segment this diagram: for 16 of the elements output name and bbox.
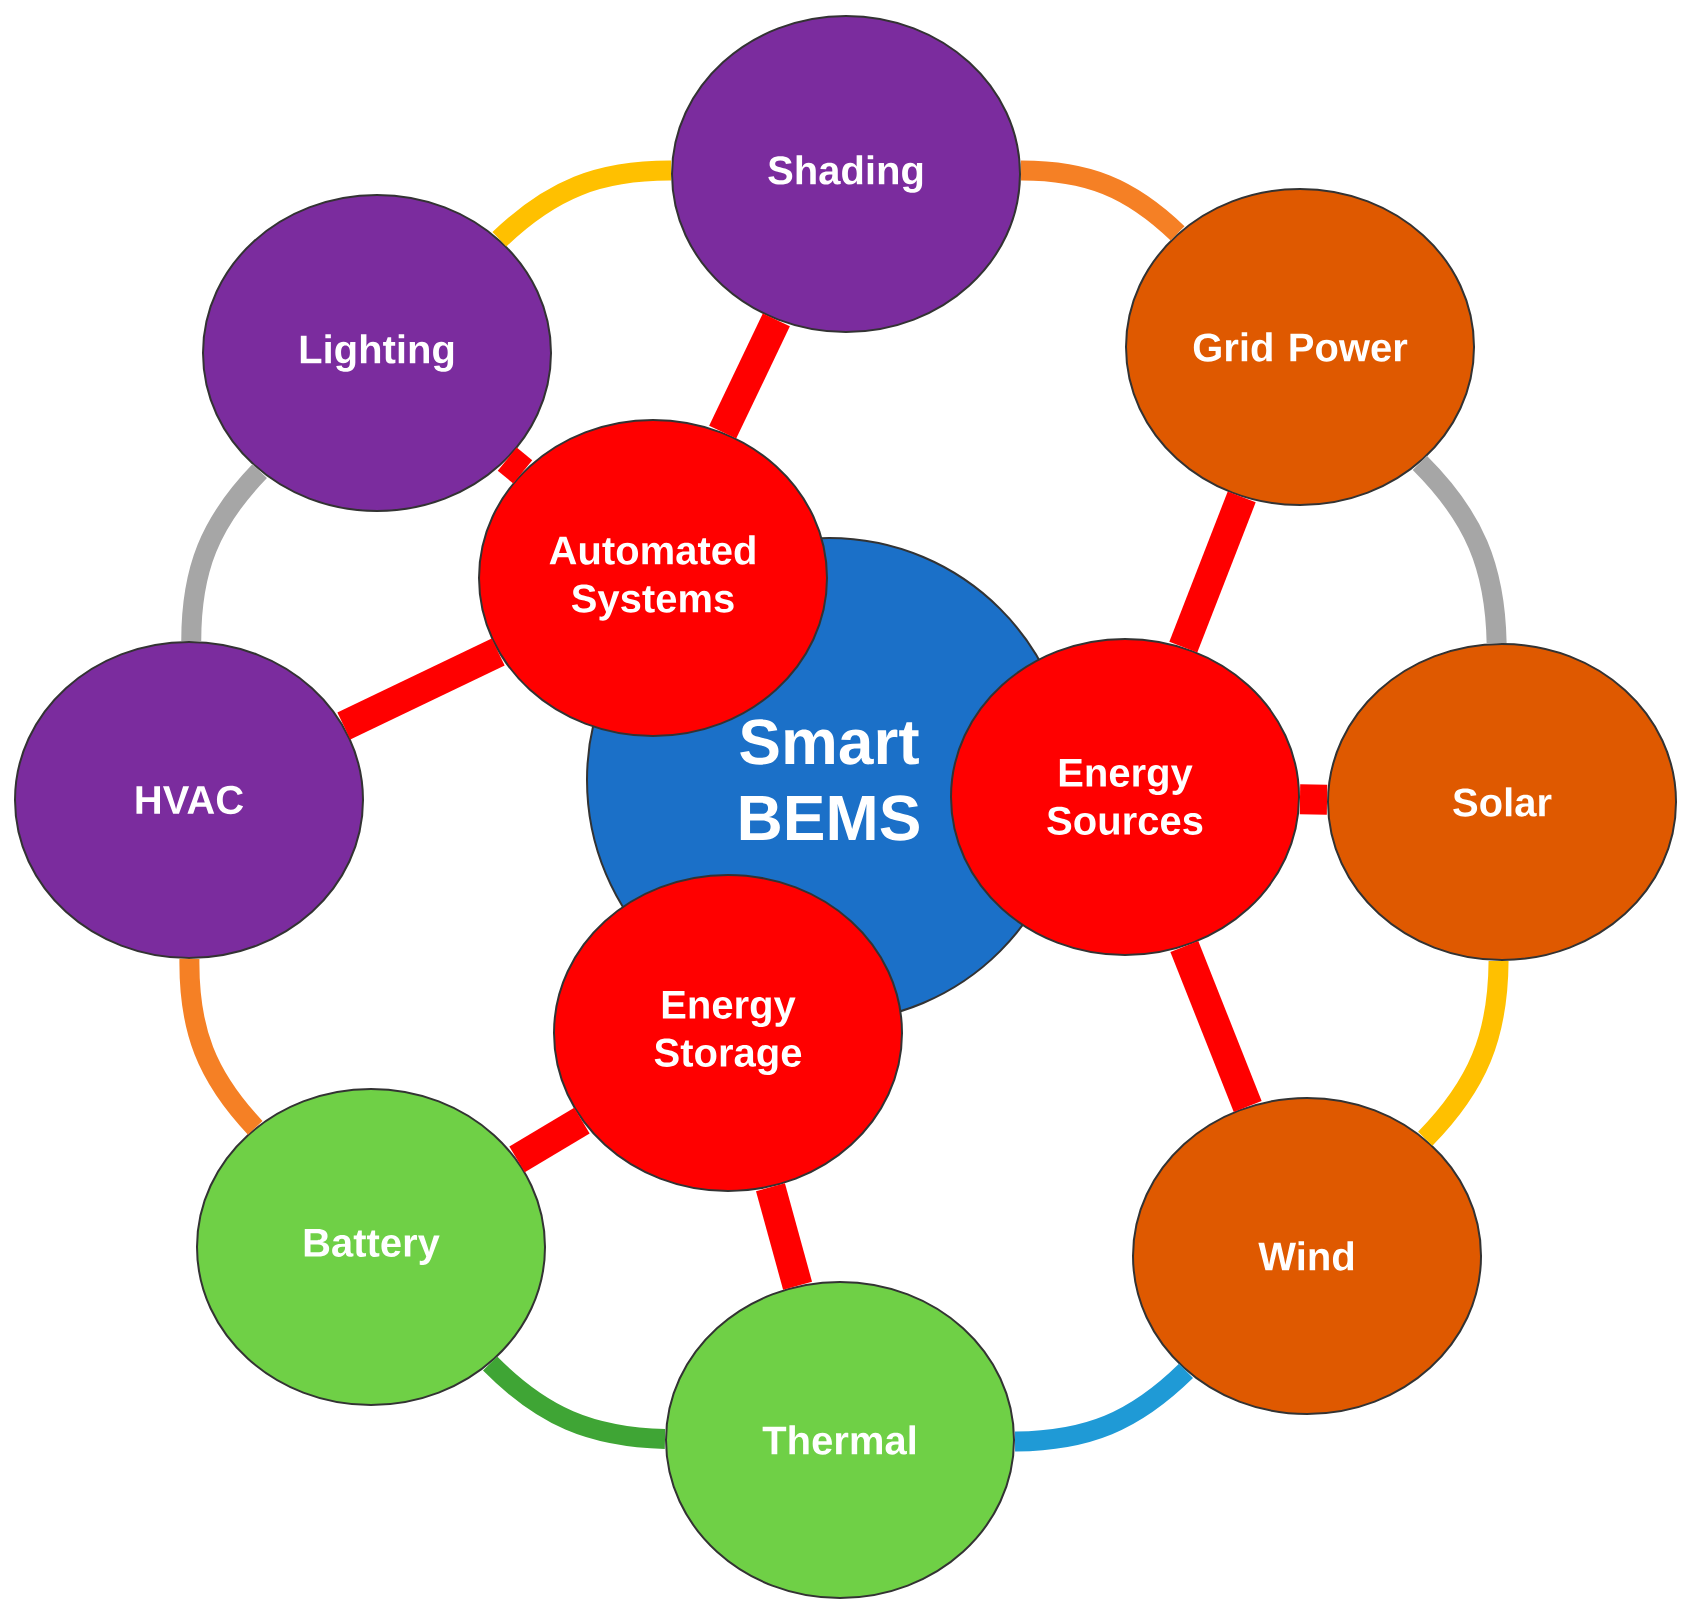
connector-bar [1170, 941, 1262, 1112]
ring-arc [181, 464, 268, 642]
ring-arc [1020, 160, 1185, 241]
connector-bar [756, 1183, 813, 1290]
ring-arc [179, 958, 263, 1135]
connector-bar [1169, 491, 1256, 653]
connector-bar [509, 1107, 590, 1173]
ring-arc [483, 1356, 666, 1449]
ring-arc [1412, 456, 1507, 644]
connector-bar [709, 313, 790, 439]
ring-arc [492, 160, 672, 247]
ring-arc [1014, 1363, 1193, 1452]
ring-arc [1417, 960, 1509, 1146]
connector-bar [497, 447, 533, 484]
connector-bar [337, 638, 505, 740]
connector-bar [1299, 784, 1328, 815]
